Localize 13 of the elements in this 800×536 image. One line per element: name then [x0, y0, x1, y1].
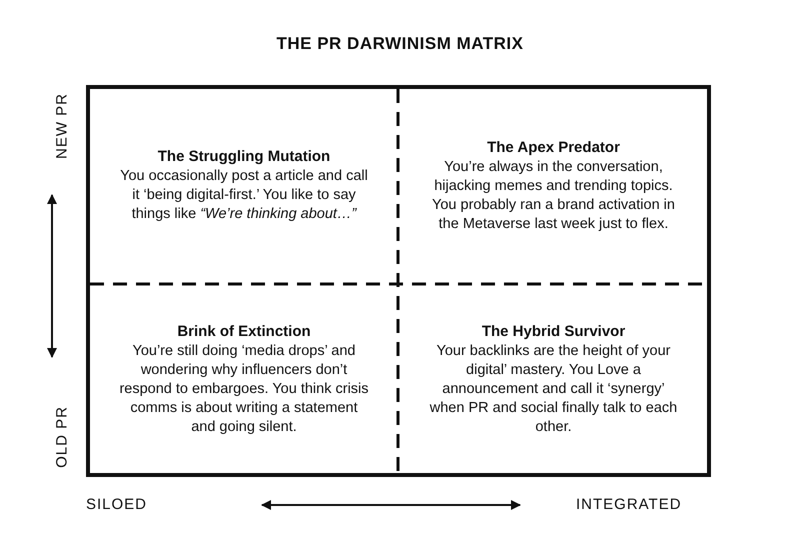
quadrant-description: You’re always in the conversation, hijacking memes and trending topics. You probably ran a brand activation in the Metaverse last week just to flex.	[431, 158, 676, 234]
quadrant-description: Your backlinks are the height of your digital’ mastery. You Love a announcement and call it ‘synergy’ when PR and social finally talk to each other.	[428, 342, 678, 437]
axis-label: OLD PR	[54, 406, 70, 468]
diagram-title: THE PR DARWINISM MATRIX	[276, 34, 524, 53]
axis-label: INTEGRATED	[576, 496, 682, 513]
axis-label: NEW PR	[54, 93, 70, 159]
quadrant-heading: Brink of Extinction	[177, 323, 311, 340]
axis-label: SILOED	[86, 496, 148, 513]
quadrant-heading: The Apex Predator	[487, 138, 620, 156]
quadrant-heading: The Struggling Mutation	[158, 148, 330, 165]
quadrant-description: You’re still doing ‘media drops’ and wondering why influencers don’t respond to embargoes. You think crisis comms is about writing a statement and going silent.	[119, 342, 369, 437]
quadrant-description: You occasionally post a article and call it ‘being digital-first.’ You like to say things like “We’re thinking about…”	[119, 167, 369, 224]
quadrant-heading: The Hybrid Survivor	[482, 323, 626, 340]
